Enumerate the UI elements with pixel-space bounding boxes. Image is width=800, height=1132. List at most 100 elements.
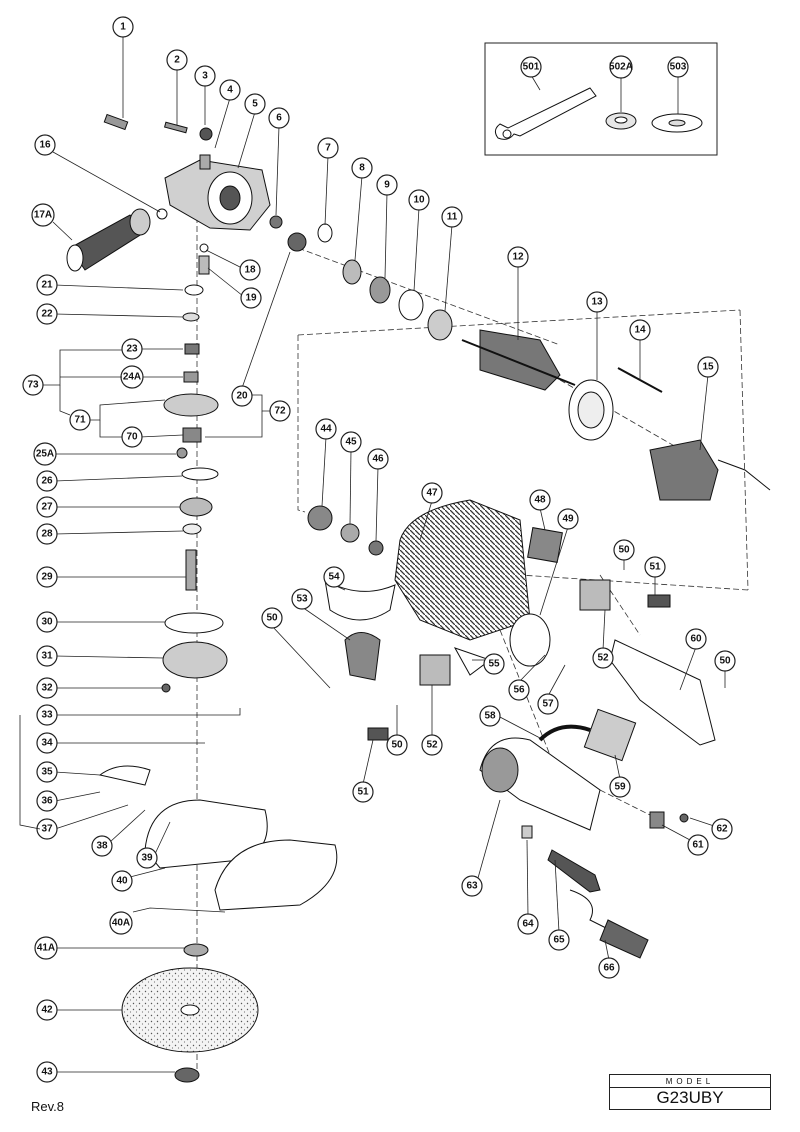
grinding-wheel [121,967,259,1053]
callout-label-47: 47 [426,488,438,499]
armature [461,329,576,391]
callout-label-62: 62 [716,824,728,835]
callout-label-29: 29 [41,572,53,583]
callout-label-38: 38 [96,841,108,852]
callout-label-21: 21 [41,280,53,291]
callout-label-48: 48 [534,495,546,506]
callout-label-502a: 502A [609,62,633,73]
brush-holders [324,579,671,741]
callout-label-11: 11 [447,212,458,223]
callout-label-49: 49 [562,514,574,525]
stator-and-baffle [568,367,771,501]
callout-label-42: 42 [41,1005,53,1016]
callout-label-26: 26 [41,476,53,487]
callout-label-7: 7 [325,143,331,154]
callout-1 [112,16,134,38]
callout-label-50-d: 50 [719,656,731,667]
callout-label-22: 22 [41,309,53,320]
callout-label-15: 15 [702,362,714,373]
callout-label-50-c: 50 [391,740,403,751]
callout-label-10: 10 [413,195,425,206]
gear-housing [164,159,271,231]
wheel-washer-503 [651,113,703,133]
callout-label-25a: 25A [36,449,54,460]
callout-label-6: 6 [276,113,282,124]
callout-label-27: 27 [41,502,53,513]
callout-label-40a: 40A [112,918,130,929]
callout-label-63: 63 [466,881,478,892]
callout-label-18: 18 [244,265,256,276]
model-name: G23UBY [656,1088,724,1107]
callout-label-28: 28 [41,529,53,540]
side-handle [66,208,151,272]
bearing-chain [317,223,453,341]
callout-label-36: 36 [41,796,53,807]
callout-label-41a: 41A [37,943,55,954]
callout-label-43: 43 [41,1067,53,1078]
callout-label-56: 56 [513,685,525,696]
callout-label-4: 4 [227,85,233,96]
small-parts [103,113,307,693]
callout-label-17a: 17A [34,210,52,221]
revision-label: Rev.8 [31,1099,64,1114]
callout-label-8: 8 [359,163,365,174]
callout-label-19: 19 [245,293,257,304]
callout-label-31: 31 [41,651,53,662]
callout-label-52-a: 52 [597,653,609,664]
callout-label-40: 40 [116,876,128,887]
callout-label-66: 66 [603,963,615,974]
callout-label-55: 55 [488,659,500,670]
spanner-wrench [494,87,597,140]
model-box: MODEL G23UBY [609,1074,771,1110]
callout-label-13: 13 [591,297,603,308]
callout-label-70: 70 [126,432,138,443]
callout-label-2: 2 [174,55,180,66]
callout-label-12: 12 [512,252,524,263]
model-label: MODEL [610,1076,770,1088]
callout-label-37: 37 [41,824,53,835]
callout-label-71: 71 [74,415,86,426]
callout-label-50-a: 50 [618,545,630,556]
callout-label-51-a: 51 [649,562,661,573]
callout-label-35: 35 [41,767,53,778]
callout-label-3: 3 [202,71,208,82]
callout-label-50-b: 50 [266,613,278,624]
callout-label-54: 54 [328,572,340,583]
callout-label-23: 23 [126,344,138,355]
callout-label-58: 58 [484,711,496,722]
wheel-guard [98,765,338,1083]
callout-label-14: 14 [634,325,646,336]
callout-label-61: 61 [692,840,704,851]
callout-label-59: 59 [614,782,626,793]
callout-label-45: 45 [345,437,357,448]
callout-label-44: 44 [320,424,332,435]
accessory-box [484,42,718,156]
motor-housing [307,499,563,667]
callout-label-16: 16 [39,140,51,151]
callout-label-20: 20 [236,391,248,402]
callout-label-73: 73 [27,380,39,391]
callout-label-503: 503 [670,62,687,73]
callout-label-65: 65 [553,935,565,946]
callout-label-39: 39 [141,853,153,864]
washer-502a [605,112,637,130]
callouts: 1 2 3 4 5 6 7 8 9 10 11 12 13 14 15 16 1… [19,16,736,1083]
callout-label-32: 32 [41,683,53,694]
rear-handle [479,639,716,831]
callout-label-34: 34 [41,738,53,749]
callout-label-53: 53 [296,594,308,605]
callout-label-64: 64 [522,919,534,930]
callout-label-57: 57 [542,699,554,710]
callout-label-5: 5 [252,99,258,110]
callout-label-52-b: 52 [426,740,438,751]
callout-label-51-b: 51 [357,787,369,798]
callout-label-1: 1 [120,22,126,33]
callout-label-60: 60 [690,634,702,645]
callout-label-46: 46 [372,454,384,465]
callout-label-9: 9 [384,180,390,191]
callout-label-33: 33 [41,710,53,721]
callout-label-501: 501 [523,62,540,73]
cord-and-plug [521,825,649,959]
callout-label-30: 30 [41,617,53,628]
